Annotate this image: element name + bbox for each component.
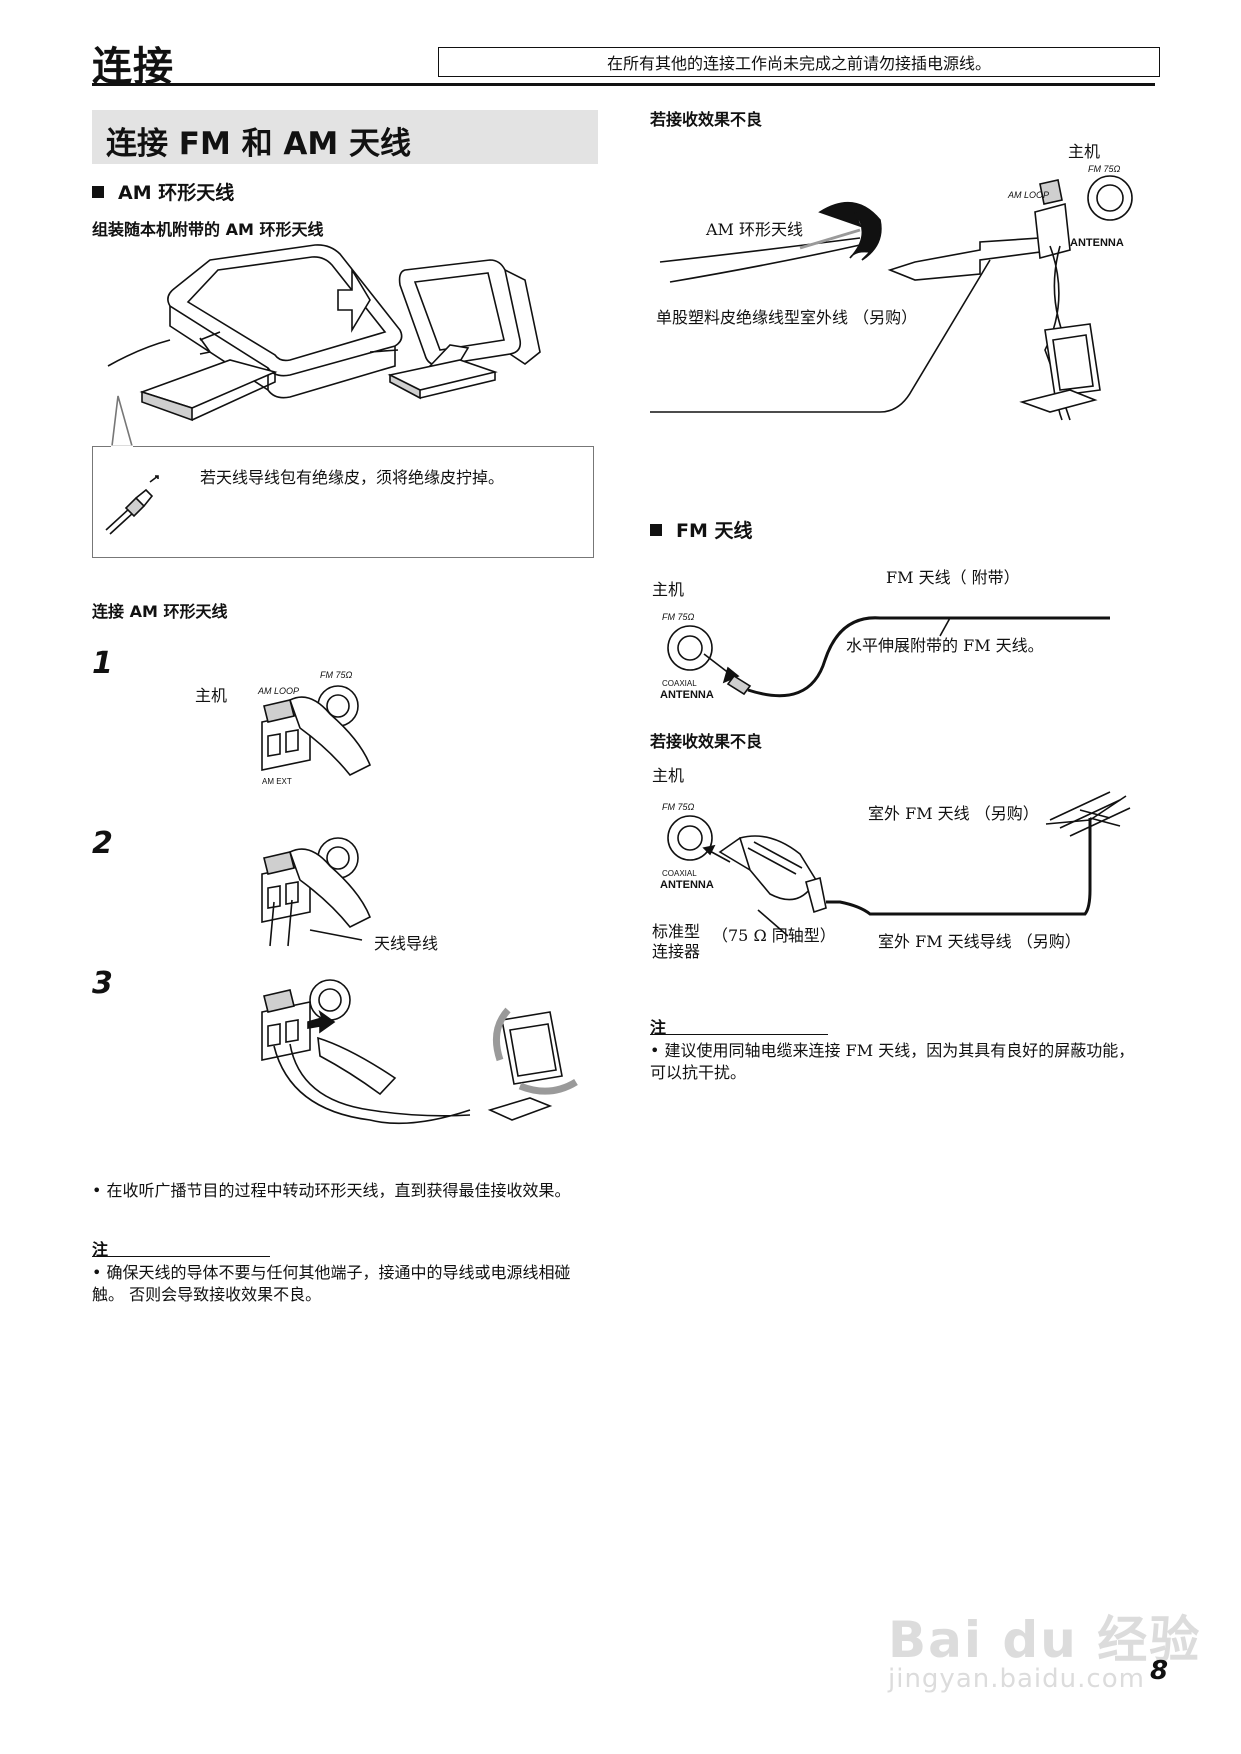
- step-3-number: 3: [92, 966, 113, 1001]
- fm-poor-antenna-label: ANTENNA: [660, 879, 714, 891]
- fm-antenna-label: FM 天线（ 附带）: [886, 568, 1020, 587]
- am-outdoor-wire-illustration: AM LOOP FM 75Ω ANTENNA: [650, 164, 1133, 421]
- loop-assembly-illustration: [107, 244, 541, 422]
- antenna-wire-label: 天线导线: [374, 934, 439, 953]
- am-note: • 确保天线的导体不要与任何其他端子，接通中的导线或电源线相碰触。 否则会导致接…: [92, 1262, 592, 1306]
- square-bullet-icon: [650, 524, 662, 536]
- fm-poor-coaxial-label: COAXIAL: [662, 869, 697, 878]
- coax-type-label: （75 Ω 同轴型）: [712, 926, 836, 945]
- page-title: 连接: [92, 44, 174, 90]
- outdoor-wire-label: 单股塑料皮绝缘线型室外线 （另购）: [656, 308, 918, 327]
- bullet-dot-icon: •: [92, 1181, 107, 1200]
- bullet-dot-icon: •: [650, 1041, 665, 1060]
- fm-note-rule: [650, 1034, 828, 1035]
- tip-box: [92, 446, 594, 558]
- step-2-number: 2: [92, 826, 113, 861]
- fm-poor-main-unit-label: 主机: [652, 766, 685, 785]
- fm-note: • 建议使用同轴电缆来连接 FM 天线，因为其具有良好的屏蔽功能，可以抗干扰。: [650, 1040, 1150, 1084]
- square-bullet-icon: [92, 186, 104, 198]
- am-heading-text: AM 环形天线: [118, 182, 235, 204]
- am-note-head: 注: [92, 1240, 109, 1259]
- bullet-dot-icon: •: [92, 1263, 107, 1282]
- section-banner: [92, 110, 598, 164]
- am-poor-fm75-label: FM 75Ω: [1088, 164, 1121, 174]
- fm-coaxial-label: COAXIAL: [662, 679, 697, 688]
- fm-note-head: 注: [650, 1018, 667, 1037]
- fm-wire-antenna-illustration: FM 75Ω COAXIAL ANTENNA: [660, 612, 1110, 701]
- step-1-terminal-illustration: AM LOOP FM 75Ω AM EXT: [257, 670, 372, 786]
- rotate-loop-bullet: • 在收听广播节目的过程中转动环形天线，直到获得最佳接收效果。: [92, 1180, 592, 1202]
- am-loop-terminal-label: AM LOOP: [257, 686, 299, 696]
- am-poor-main-unit-label: 主机: [1068, 142, 1101, 161]
- fm-fm75-label: FM 75Ω: [662, 612, 695, 622]
- rotate-loop-text: 在收听广播节目的过程中转动环形天线，直到获得最佳接收效果。: [106, 1181, 571, 1200]
- fm75-terminal-label: FM 75Ω: [320, 670, 353, 680]
- fm-outdoor-antenna-illustration: FM 75Ω COAXIAL ANTENNA: [660, 791, 1131, 937]
- step-1-number: 1: [92, 646, 113, 681]
- step-2-terminal-illustration: [261, 837, 372, 947]
- fm-antenna-terminal-label: ANTENNA: [660, 689, 714, 701]
- wire-twist-icon: [105, 475, 159, 535]
- fm-heading-text: FM 天线: [676, 520, 753, 542]
- outdoor-lead-label: 室外 FM 天线导线 （另购）: [878, 932, 1081, 951]
- am-note-text: 确保天线的导体不要与任何其他端子，接通中的导线或电源线相碰触。 否则会导致接收效…: [92, 1263, 571, 1304]
- assemble-caption: 组装随本机附带的 AM 环形天线: [92, 220, 324, 239]
- am-poor-antenna-label: ANTENNA: [1070, 237, 1124, 249]
- am-poor-caption: 若接收效果不良: [650, 110, 763, 129]
- connect-am-caption: 连接 AM 环形天线: [92, 602, 228, 621]
- standard-connector-label: 标准型连接器: [652, 922, 701, 961]
- am-ext-terminal-label: AM EXT: [262, 777, 292, 786]
- callout-pointer: [111, 395, 134, 449]
- extend-antenna-label: 水平伸展附带的 FM 天线。: [846, 636, 1044, 655]
- tip-text: 若天线导线包有绝缘皮，须将绝缘皮拧掉。: [200, 468, 505, 487]
- am-note-rule: [92, 1256, 270, 1257]
- fm-poor-fm75-label: FM 75Ω: [662, 802, 695, 812]
- am-heading: AM 环形天线: [92, 178, 234, 205]
- baidu-watermark-url: jingyan.baidu.com: [888, 1664, 1145, 1694]
- outdoor-fm-antenna-label: 室外 FM 天线 （另购）: [868, 804, 1039, 823]
- page-number: 8: [1150, 1656, 1169, 1686]
- am-poor-am-loop-label: AM LOOP: [1007, 190, 1049, 200]
- fm-poor-caption: 若接收效果不良: [650, 732, 763, 751]
- am-loop-antenna-label: AM 环形天线: [706, 220, 804, 239]
- baidu-watermark-logo: Bai du 经验: [888, 1611, 1202, 1669]
- fm-main-unit-label: 主机: [652, 580, 685, 599]
- fm-note-text: 建议使用同轴电缆来连接 FM 天线，因为其具有良好的屏蔽功能，可以抗干扰。: [650, 1041, 1135, 1082]
- step-3-loop-connection-illustration: [261, 979, 578, 1125]
- fm-heading: FM 天线: [650, 516, 753, 543]
- power-warning-box: 在所有其他的连接工作尚未完成之前请勿接插电源线。: [438, 47, 1160, 77]
- title-rule: [92, 83, 1155, 86]
- step-1-main-unit-label: 主机: [195, 686, 228, 705]
- section-title: 连接 FM 和 AM 天线: [106, 126, 412, 162]
